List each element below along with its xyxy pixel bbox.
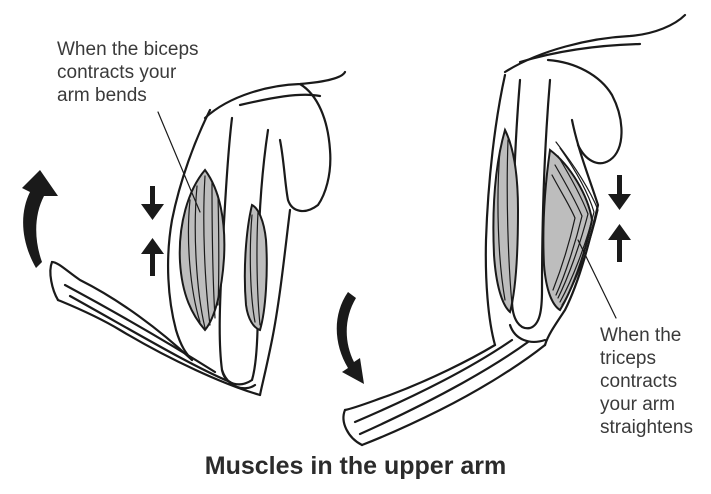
triceps-caption-line: straightens — [600, 416, 693, 439]
arrow-down-icon — [141, 186, 164, 220]
straight-arm-radius — [355, 340, 512, 422]
arrow-up-icon — [608, 224, 631, 262]
curved-arrow-icon — [22, 170, 58, 268]
biceps-caption: When the biceps contracts your arm bends — [57, 38, 199, 107]
biceps-caption-line: When the biceps — [57, 38, 199, 61]
bent-arm-wrist — [50, 262, 58, 300]
straight-arm-ulna — [360, 342, 528, 434]
arrow-up-icon — [141, 238, 164, 276]
straight-arm-wrist — [344, 410, 362, 445]
triceps-caption-line: your arm — [600, 393, 693, 416]
straight-arm-clavicle — [520, 44, 640, 62]
biceps-pointer-line — [158, 112, 200, 212]
triceps-caption-line: When the — [600, 324, 693, 347]
bent-arm-clavicle — [240, 95, 320, 105]
triceps-caption-line: contracts — [600, 370, 693, 393]
biceps-caption-line: contracts your — [57, 61, 199, 84]
diagram-title: Muscles in the upper arm — [0, 452, 711, 481]
biceps-muscle — [180, 170, 225, 330]
triceps-caption: When the triceps contracts your arm stra… — [600, 324, 693, 439]
bent-arm-triceps — [245, 205, 267, 330]
straight-arm-shoulder — [505, 15, 685, 163]
triceps-caption-line: triceps — [600, 347, 693, 370]
bent-arm — [50, 72, 345, 395]
biceps-caption-line: arm bends — [57, 84, 199, 107]
straight-arm-biceps — [493, 130, 518, 312]
curved-arrow-icon — [337, 292, 364, 384]
triceps-pointer-line — [578, 240, 616, 318]
arrow-down-icon — [608, 175, 631, 210]
bent-arm-elbow — [222, 370, 255, 388]
